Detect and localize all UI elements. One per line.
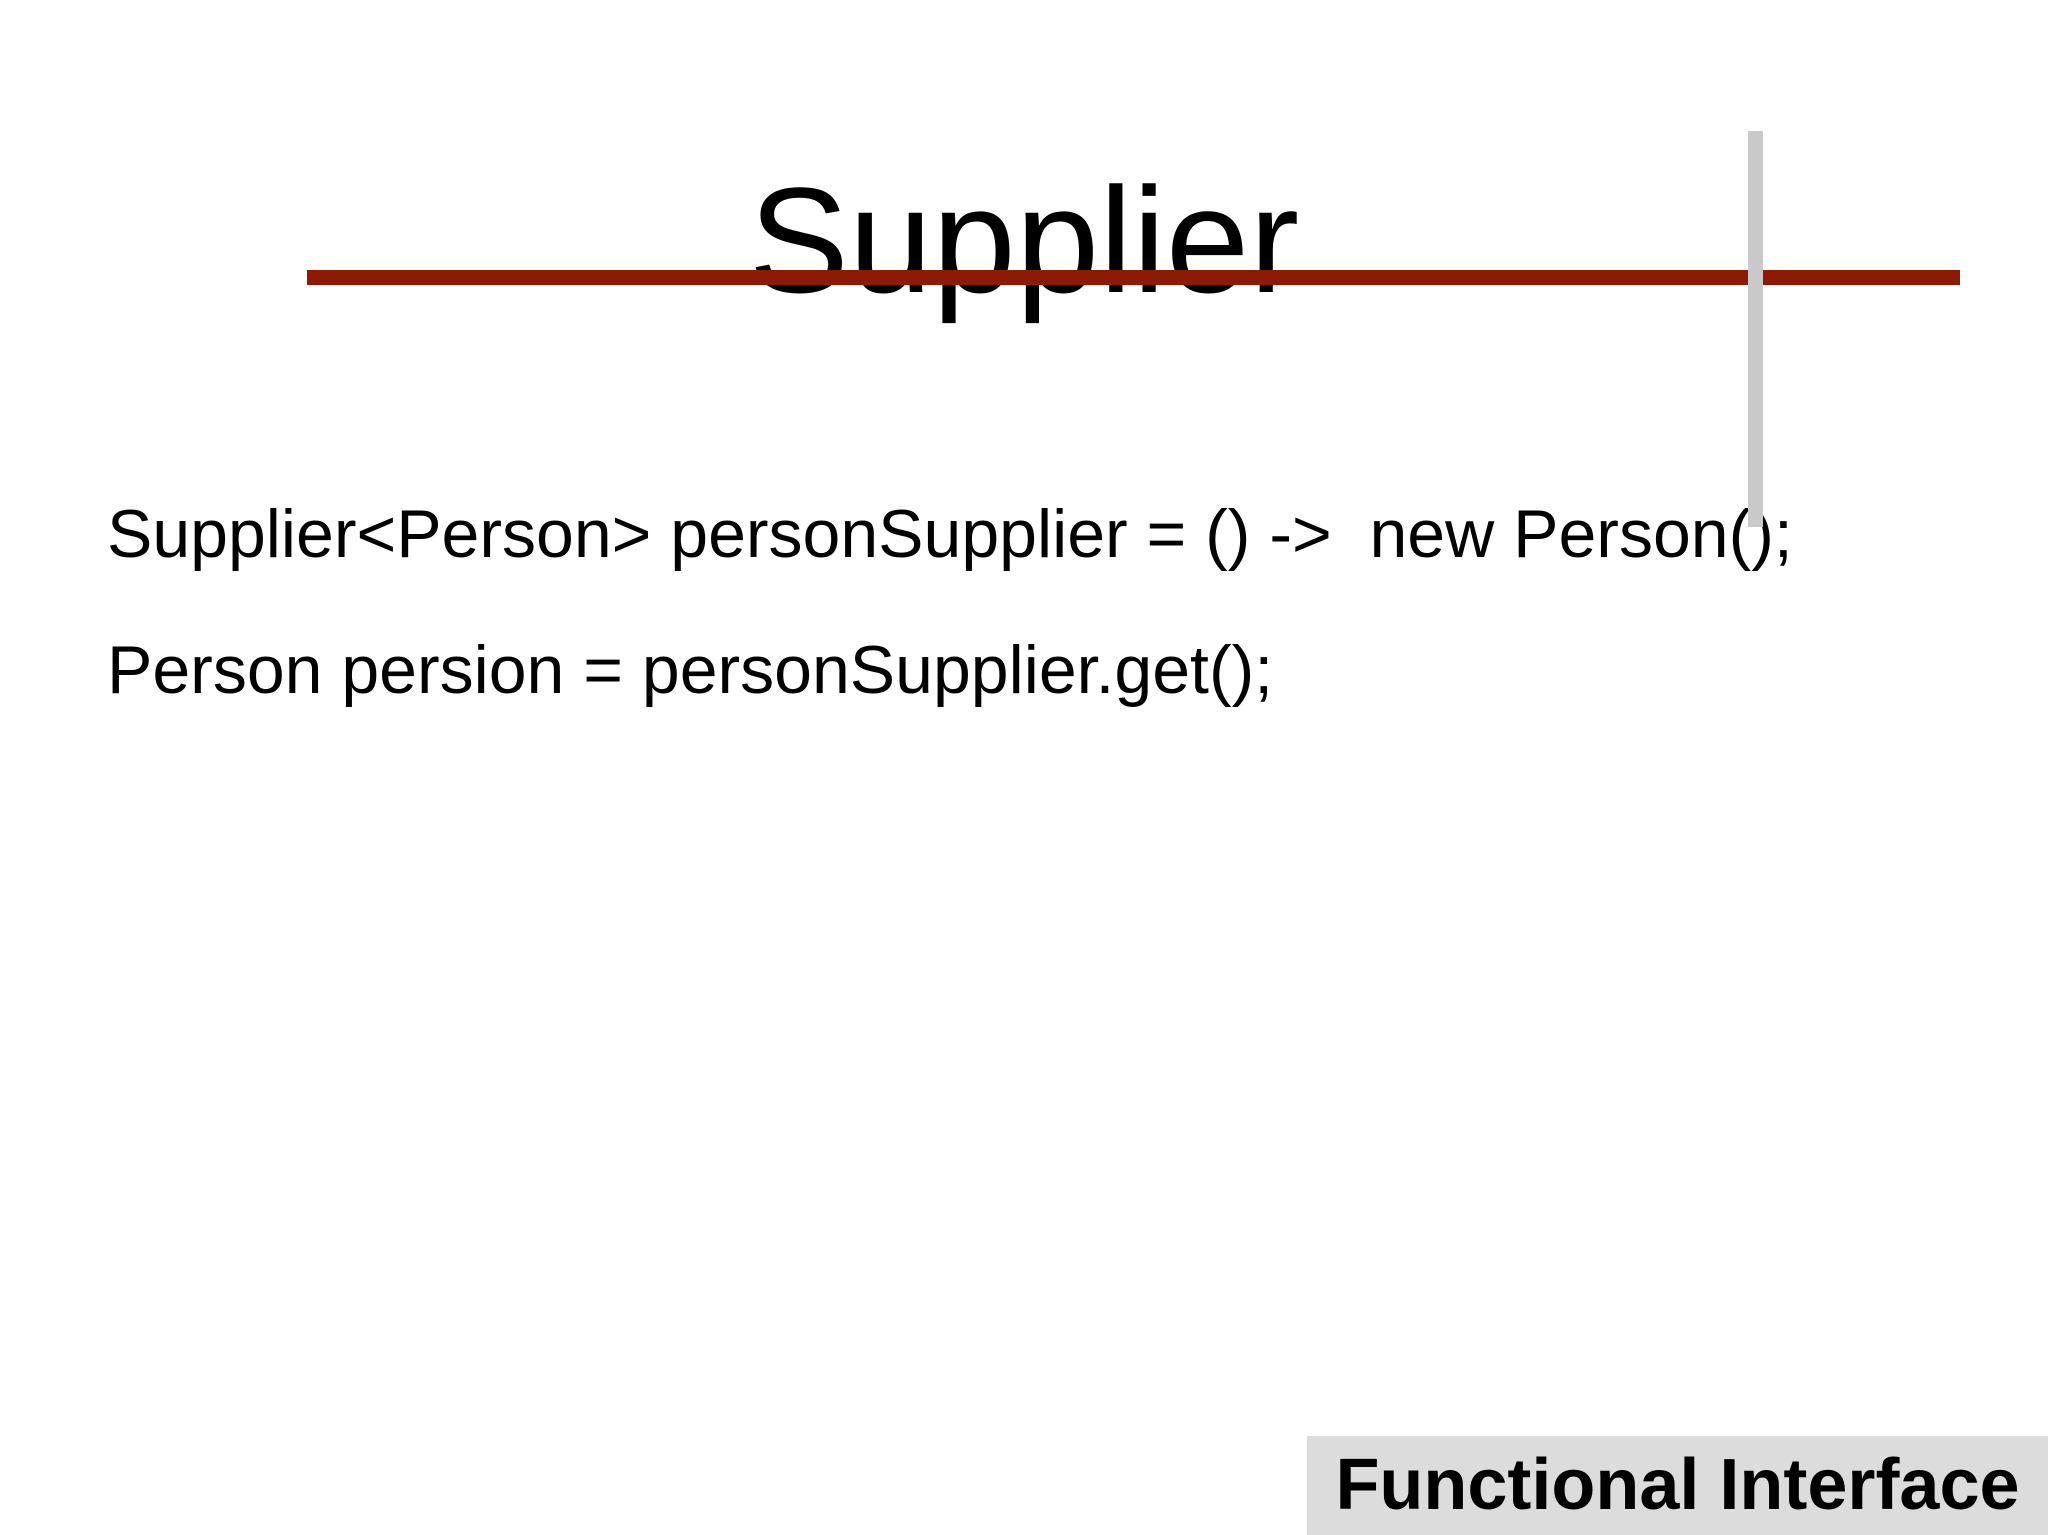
code-line-supplier-get: Person persion = personSupplier.get(); [107,632,1274,708]
vertical-divider-bar [1748,131,1763,527]
footer-topic-box: Functional Interface [1307,1436,2048,1535]
title-underline-rule [307,270,1960,285]
slide-title: Supplier [748,155,1300,324]
code-line-supplier-declaration: Supplier<Person> personSupplier = () -> … [107,496,1793,572]
footer-topic-label: Functional Interface [1335,1445,2020,1526]
